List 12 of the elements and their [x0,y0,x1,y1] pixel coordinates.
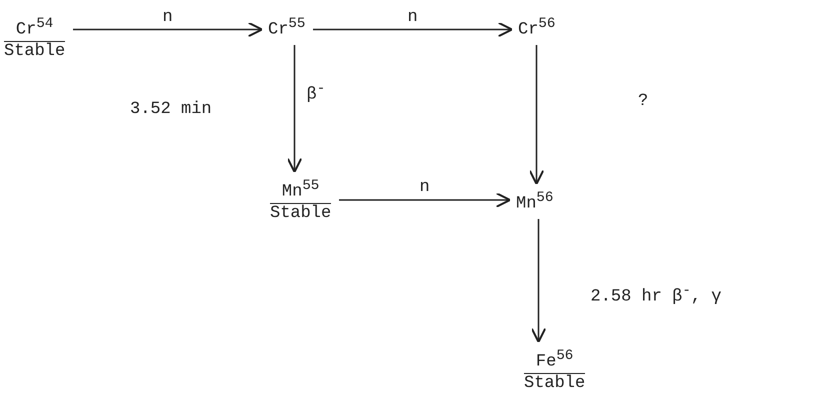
nuclide-label: Mn$^{56}$ [516,188,554,215]
arrow [530,219,546,344]
nuclide-label: Cr$^{55}$ [268,14,306,41]
arrow [286,45,302,174]
arrow [313,22,514,38]
nuclide-label: Fe$^{56}$ Stable [524,346,586,394]
arrow [339,192,512,208]
arrow [528,45,544,186]
nuclide-label: Cr$^{54}$ Stable [4,14,66,62]
arrow [73,22,264,38]
nuclide-label: Mn$^{55}$ Stable [270,176,332,224]
nuclide-label: Cr$^{56}$ [518,14,556,41]
